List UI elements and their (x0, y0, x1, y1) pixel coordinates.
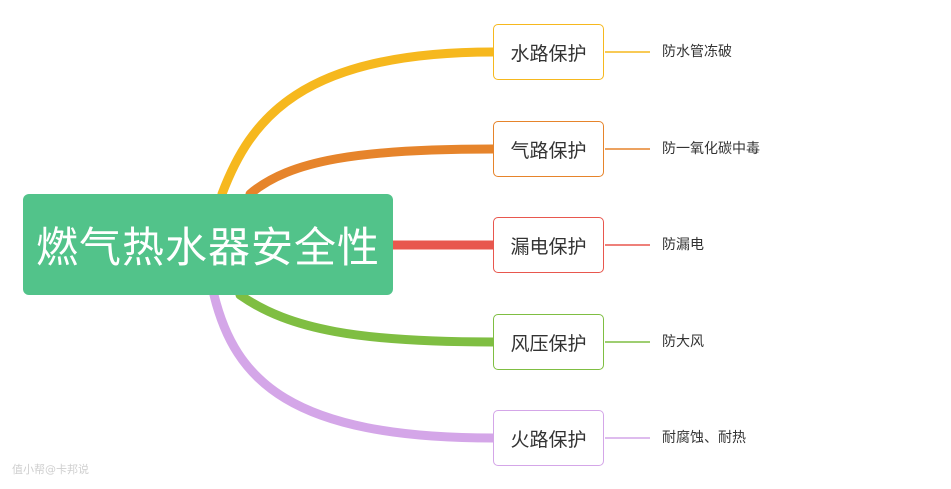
root-topic[interactable]: 燃气热水器安全性 (23, 194, 393, 295)
branch-water-protection[interactable]: 水路保护 (493, 24, 604, 80)
branch-gas-protection[interactable]: 气路保护 (493, 121, 604, 177)
branch-connector-0 (217, 47, 498, 199)
leaf-prevent-pipe-freeze[interactable]: 防水管冻破 (662, 44, 732, 60)
branch-connector-1 (245, 144, 498, 199)
branch-connector-4 (209, 290, 498, 443)
watermark: 值小帮@卡邦说 (12, 463, 89, 476)
leaf-prevent-strong-wind[interactable]: 防大风 (662, 334, 704, 350)
leaf-prevent-leakage[interactable]: 防漏电 (662, 237, 704, 253)
branch-fire-protection[interactable]: 火路保护 (493, 410, 604, 466)
branch-connector-3 (235, 290, 498, 347)
leaf-prevent-co-poisoning[interactable]: 防一氧化碳中毒 (662, 141, 760, 157)
branch-leakage-protection[interactable]: 漏电保护 (493, 217, 604, 273)
branch-wind-pressure-protection[interactable]: 风压保护 (493, 314, 604, 370)
leaf-corrosion-heat-resistant[interactable]: 耐腐蚀、耐热 (662, 430, 746, 446)
